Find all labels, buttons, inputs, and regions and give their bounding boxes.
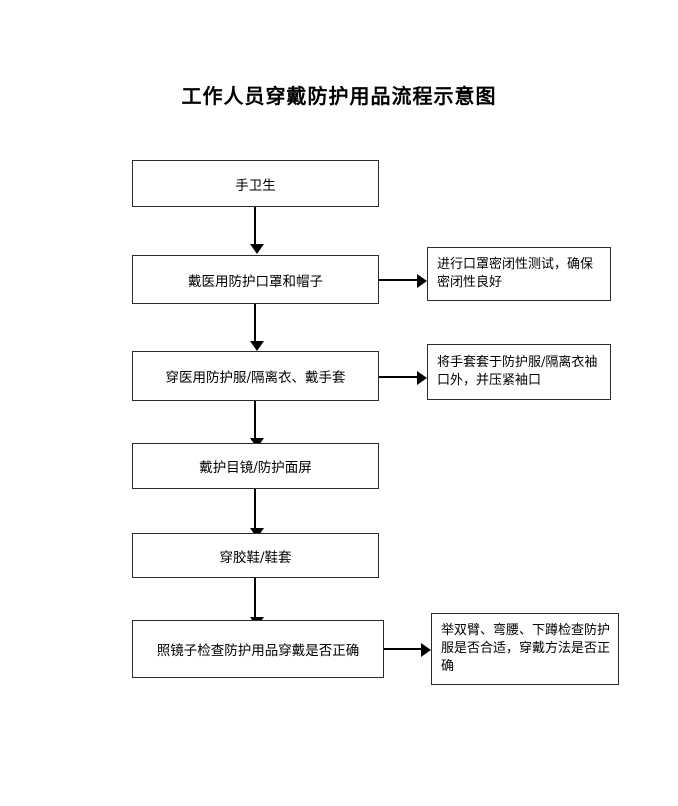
flow-note-label: 进行口罩密闭性测试，确保密闭性良好	[437, 257, 594, 290]
arrow-step-4-to-step-5	[249, 489, 264, 538]
flow-node-label: 穿胶鞋/鞋套	[219, 549, 292, 566]
arrow-step-2-to-step-3	[249, 304, 264, 351]
arrow-step-2-to-note-2	[379, 273, 427, 288]
flow-note-step-6[interactable]: 举双臂、弯腰、下蹲检查防护服是否合适，穿戴方法是否正确	[431, 613, 619, 685]
flow-node-label: 照镜子检查防护用品穿戴是否正确	[156, 643, 360, 659]
flow-node-label: 戴护目镜/防护面屏	[199, 460, 312, 476]
arrow-step-3-to-step-4	[249, 401, 264, 448]
arrow-step-6-to-note-6	[384, 642, 431, 657]
flow-node-step-5[interactable]: 穿胶鞋/鞋套	[132, 533, 379, 578]
flow-node-label: 手卫生	[235, 177, 276, 194]
arrow-step-3-to-note-3	[379, 370, 427, 385]
flow-node-label: 戴医用防护口罩和帽子	[188, 273, 323, 290]
flow-node-step-3[interactable]: 穿医用防护服/隔离衣、戴手套	[132, 351, 379, 401]
flow-note-step-2[interactable]: 进行口罩密闭性测试，确保密闭性良好	[427, 247, 611, 301]
arrow-step-1-to-step-2	[249, 207, 264, 254]
flow-node-step-2[interactable]: 戴医用防护口罩和帽子	[132, 255, 379, 304]
flow-node-step-6[interactable]: 照镜子检查防护用品穿戴是否正确	[132, 620, 384, 678]
flow-note-label: 将手套套于防护服/隔离衣袖口外，并压紧袖口	[437, 355, 598, 388]
flow-node-label: 穿医用防护服/隔离衣、戴手套	[165, 370, 346, 386]
flow-node-step-1[interactable]: 手卫生	[132, 160, 379, 207]
flow-node-step-4[interactable]: 戴护目镜/防护面屏	[132, 443, 379, 489]
flow-note-label: 举双臂、弯腰、下蹲检查防护服是否合适，穿戴方法是否正确	[441, 623, 611, 674]
page-title: 工作人员穿戴防护用品流程示意图	[181, 84, 497, 108]
flow-note-step-3[interactable]: 将手套套于防护服/隔离衣袖口外，并压紧袖口	[427, 344, 611, 400]
arrow-step-5-to-step-6	[249, 578, 264, 627]
